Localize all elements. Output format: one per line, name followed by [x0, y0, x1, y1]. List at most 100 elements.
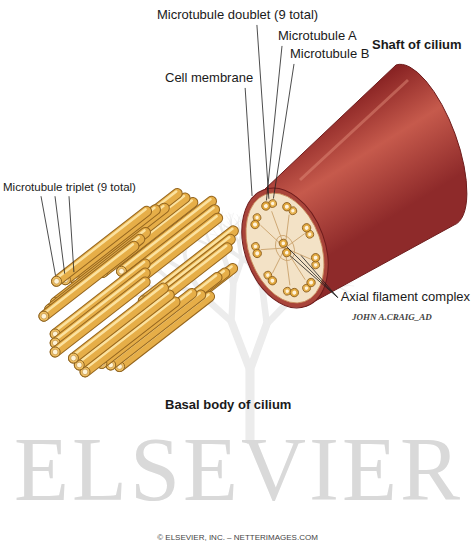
tree-watermark — [234, 218, 238, 224]
tree-watermark — [213, 230, 217, 236]
microtubule-tube — [54, 280, 144, 350]
microtubule-doublet — [261, 198, 278, 211]
microtubule-doublet — [314, 263, 318, 267]
microtubule-tube — [68, 353, 78, 363]
microtubule-doublet — [270, 201, 274, 205]
leader-line — [245, 88, 252, 196]
tree-watermark — [238, 217, 240, 224]
microtubule-doublet — [308, 280, 313, 285]
microtubule-doublet — [252, 222, 257, 227]
microtubule-doublet — [289, 287, 300, 298]
leader-line — [257, 25, 269, 199]
tree-watermark — [220, 226, 224, 232]
microtubule-doublet — [282, 284, 299, 300]
tree-watermark — [230, 214, 232, 221]
part-label: Cell membrane — [165, 71, 253, 86]
basal-body-drawing — [39, 192, 233, 377]
leader-line — [286, 246, 337, 297]
cell-membrane-rim — [226, 176, 344, 320]
tree-watermark — [348, 285, 354, 287]
copyright-note: © ELSEVIER, INC. – NETTERIMAGES.COM — [157, 533, 318, 542]
tree-watermark — [262, 288, 266, 324]
microtubule-doublet — [281, 200, 297, 217]
central-microtubule-lumen — [281, 241, 286, 246]
region-title: Shaft of cilium — [372, 38, 462, 53]
leader-line — [69, 196, 74, 272]
microtubule-tube — [55, 282, 145, 352]
leader-lines — [41, 25, 338, 298]
microtubule-doublet — [267, 275, 278, 286]
central-microtubule-lumen — [284, 250, 289, 255]
microtubule-doublet — [304, 225, 309, 230]
region-title: Basal body of cilium — [165, 398, 291, 413]
part-label: Axial filament complex — [341, 290, 470, 305]
microtubule-doublet — [291, 209, 295, 213]
microtubule-doublet — [261, 201, 272, 212]
radial-spoke — [260, 220, 285, 253]
microtubule-tube — [55, 273, 145, 343]
microtubule-doublet — [292, 290, 297, 295]
microtubule-tube — [52, 349, 58, 355]
tree-watermark — [250, 324, 267, 370]
leader-line — [266, 46, 282, 201]
matrix — [232, 182, 339, 314]
microtubule-doublet — [250, 219, 261, 230]
part-label: Microtubule triplet (9 total) — [3, 181, 136, 194]
microtubule-doublet — [285, 289, 289, 293]
leader-line — [290, 256, 338, 298]
part-label: Microtubule doublet (9 total) — [157, 8, 318, 23]
part-label: Microtubule A — [278, 29, 357, 44]
microtubule-doublet — [308, 252, 323, 269]
microtubule-doublet — [281, 201, 292, 212]
microtubule-doublet — [310, 252, 321, 263]
radial-spoke — [275, 215, 300, 248]
tree-watermark — [241, 214, 242, 221]
microtubule-doublet — [301, 222, 312, 233]
microtubule-tube — [54, 278, 60, 284]
shaft-highlight — [300, 80, 408, 180]
part-label: Microtubule B — [290, 47, 369, 62]
watermark: ELSEVIER — [14, 418, 463, 522]
tree-watermark — [226, 215, 230, 221]
leader-line — [41, 196, 55, 275]
leader-line — [55, 196, 65, 274]
microtubule-doublet — [304, 286, 308, 290]
microtubule-doublet — [313, 255, 318, 260]
microtubule-doublet — [253, 244, 257, 248]
microtubule-doublet — [263, 203, 268, 208]
microtubule-tube — [50, 280, 145, 357]
microtubule-doublet — [248, 213, 264, 230]
microtubule-doublet — [255, 251, 260, 256]
shaft-cross-section — [226, 176, 344, 320]
microtubule-tube — [71, 355, 77, 361]
radial-spoke — [272, 211, 285, 248]
microtubule-doublet — [306, 277, 317, 288]
microtubule-doublet — [263, 269, 278, 286]
leader-line — [273, 64, 294, 199]
microtubule-doublet — [255, 215, 259, 219]
microtubule-doublet — [266, 273, 270, 277]
tree-watermark — [231, 322, 250, 370]
tree-watermark — [231, 213, 233, 219]
microtubule-tube — [76, 362, 82, 368]
microtubule-tube — [39, 311, 49, 321]
microtubule-doublet — [301, 222, 314, 239]
microtubule-tube — [50, 271, 145, 348]
leader-line — [301, 255, 338, 297]
microtubule-doublet — [284, 204, 289, 209]
microtubule-tube — [55, 273, 145, 343]
microtubule-tube — [82, 369, 88, 375]
microtubule-tube — [54, 271, 144, 341]
microtubule-doublet — [250, 242, 263, 259]
microtubule-doublet — [308, 232, 312, 236]
microtubule-tube — [55, 282, 145, 352]
tree-watermark — [231, 285, 233, 321]
microtubule-doublet — [252, 248, 263, 259]
microtubule-tube — [52, 276, 62, 286]
microtubule-doublet — [270, 278, 275, 283]
microtubule-doublet — [300, 277, 317, 293]
microtubule-tube — [119, 268, 125, 274]
microtubule-tube — [50, 347, 60, 357]
